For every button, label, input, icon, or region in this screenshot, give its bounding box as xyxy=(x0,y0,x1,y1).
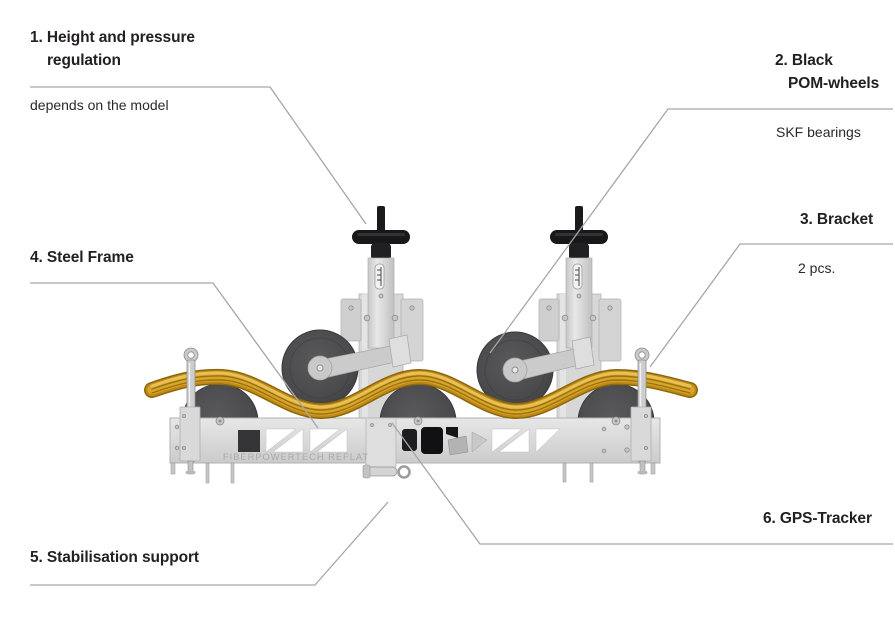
callout-2-note: SKF bearings xyxy=(776,124,861,140)
screw-icon xyxy=(391,314,399,322)
screw-icon xyxy=(348,305,354,311)
bracket-left xyxy=(179,347,201,475)
leader-line-2 xyxy=(489,108,893,354)
screw-icon xyxy=(607,305,613,311)
screw-icon xyxy=(546,305,552,311)
callout-5: 5. Stabilisation support xyxy=(30,546,199,569)
stabilisation-pin xyxy=(362,464,411,479)
callout-5-heading: 5. Stabilisation support xyxy=(30,549,199,566)
steel-frame: FIBERPOWERTECH REFLAT xyxy=(169,416,661,468)
frame-brand-text: FIBERPOWERTECH REFLAT xyxy=(223,452,369,462)
screw-icon xyxy=(409,305,415,311)
leader-line-1 xyxy=(30,86,367,225)
leader-lines xyxy=(30,86,893,586)
frame-screws xyxy=(174,416,652,454)
callout-3: 3. Bracket xyxy=(800,208,873,231)
callout-1-heading: 1. Height and pressure regulation xyxy=(30,26,195,72)
handwheel-left xyxy=(352,230,410,244)
leader-line-6 xyxy=(391,422,893,545)
screw-icon xyxy=(363,314,371,322)
callout-2-heading-line2: POM-wheels xyxy=(788,75,880,92)
callout-4-heading: 4. Steel Frame xyxy=(30,249,134,266)
gps-tracker xyxy=(402,427,488,456)
callout-6-heading: 6. GPS-Tracker xyxy=(763,510,872,527)
callout-1-heading-line1: 1. Height and pressure xyxy=(30,29,195,46)
wheel-arm-left xyxy=(307,334,412,381)
wheel-arm-right xyxy=(502,336,595,383)
callout-3-heading: 3. Bracket xyxy=(800,211,874,228)
regulation-tower-right xyxy=(538,206,622,421)
callout-3-note: 2 pcs. xyxy=(798,260,836,276)
screw-icon xyxy=(589,314,597,322)
callout-1-note: depends on the model xyxy=(30,97,169,113)
scale-slot xyxy=(374,263,385,290)
scale-slot xyxy=(572,263,583,290)
callout-6: 6. GPS-Tracker xyxy=(763,507,872,530)
leader-line-5 xyxy=(30,501,389,586)
cable xyxy=(144,368,698,419)
callout-1: 1. Height and pressure regulation xyxy=(30,26,195,72)
callout-4: 4. Steel Frame xyxy=(30,246,134,269)
leader-line-3 xyxy=(649,243,893,368)
bracket-right xyxy=(630,347,652,475)
callout-1-heading-line2: regulation xyxy=(47,52,121,69)
support-legs xyxy=(170,462,656,484)
leader-line-4 xyxy=(30,282,319,429)
callout-2-heading-line1: 2. Black xyxy=(775,52,833,69)
screw-icon xyxy=(561,314,569,322)
